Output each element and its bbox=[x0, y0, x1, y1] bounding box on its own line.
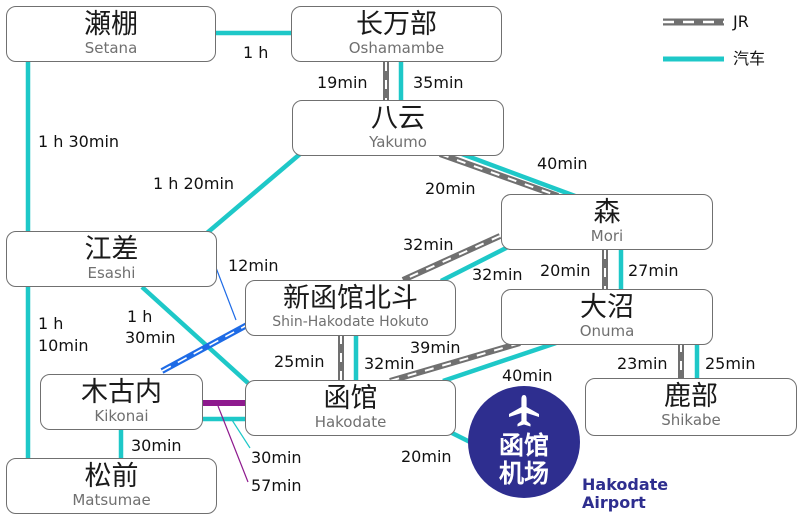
duration-oshamambe-yakumo-bus: 35min bbox=[413, 73, 464, 92]
route-esashi-hakodate bbox=[140, 285, 250, 385]
duration-kikonai-matsumae: 30min bbox=[131, 436, 182, 455]
station-kikonai-jp: 木古内 bbox=[81, 377, 162, 408]
duration-mori-onuma-jr: 20min bbox=[540, 261, 591, 280]
station-esashi-en: Esashi bbox=[87, 264, 136, 282]
station-hakodate: 函馆 Hakodate bbox=[245, 380, 456, 436]
station-onuma-jp: 大沼 bbox=[580, 292, 634, 323]
route-yakumo-esashi bbox=[205, 152, 302, 235]
duration-kikonai-hakodate-bus: 30min bbox=[251, 448, 302, 467]
duration-esashi-hakodate-line1: 1 h bbox=[127, 307, 153, 326]
station-yakumo-jp: 八云 bbox=[371, 103, 425, 134]
station-shin-hakodate-hokuto-en: Shin-Hakodate Hokuto bbox=[272, 314, 429, 330]
station-oshamambe-jp: 长万部 bbox=[356, 9, 437, 40]
duration-yakumo-mori-bus: 40min bbox=[537, 154, 588, 173]
station-onuma: 大沼 Onuma bbox=[501, 289, 713, 345]
duration-esashi-hakodate-line2: 30min bbox=[125, 328, 176, 347]
connector-kikonai-hakodate-bus bbox=[231, 419, 251, 449]
station-hakodate-jp: 函馆 bbox=[323, 383, 378, 414]
station-matsumae-jp: 松前 bbox=[84, 461, 139, 492]
route-mori-shin-jr bbox=[401, 233, 502, 283]
station-shin-hakodate-hokuto: 新函馆北斗 Shin-Hakodate Hokuto bbox=[245, 280, 456, 336]
station-setana: 瀬棚 Setana bbox=[6, 6, 216, 62]
station-oshamambe-en: Oshamambe bbox=[348, 39, 445, 57]
station-shikabe-en: Shikabe bbox=[661, 411, 721, 429]
duration-setana-esashi: 1 h 30min bbox=[38, 132, 120, 151]
duration-hakodate-airport: 20min bbox=[401, 447, 452, 466]
route-esashi-shin bbox=[160, 322, 249, 374]
duration-mori-shin-bus: 32min bbox=[472, 265, 523, 284]
station-shin-hakodate-hokuto-jp: 新函馆北斗 bbox=[283, 283, 418, 314]
station-mori-en: Mori bbox=[590, 227, 624, 245]
station-esashi-jp: 江差 bbox=[84, 234, 139, 265]
duration-onuma-hakodate-bus: 40min bbox=[502, 366, 553, 385]
route-yakumo-mori-bus bbox=[461, 151, 576, 199]
station-setana-en: Setana bbox=[84, 39, 138, 57]
station-shikabe-jp: 鹿部 bbox=[664, 381, 718, 412]
legend-jr-label: JR bbox=[733, 12, 749, 31]
station-kikonai-en: Kikonai bbox=[94, 407, 149, 425]
station-matsumae-en: Matsumae bbox=[72, 491, 151, 509]
station-kikonai: 木古内 Kikonai bbox=[40, 374, 203, 430]
station-yakumo: 八云 Yakumo bbox=[292, 100, 504, 156]
duration-shin-hakodate-bus: 32min bbox=[364, 354, 415, 373]
duration-mori-onuma-bus: 27min bbox=[628, 261, 679, 280]
duration-oshamambe-yakumo-jr: 19min bbox=[317, 73, 368, 92]
duration-onuma-shikabe-bus: 25min bbox=[705, 354, 756, 373]
airplane-icon bbox=[509, 395, 539, 427]
connector-kikonai-hakodate-purple bbox=[217, 405, 249, 483]
station-onuma-en: Onuma bbox=[579, 322, 635, 340]
airport-en-line1: Hakodate bbox=[582, 475, 669, 494]
station-hakodate-en: Hakodate bbox=[314, 413, 387, 431]
duration-yakumo-mori-jr: 20min bbox=[425, 179, 476, 198]
duration-onuma-hakodate-jr: 39min bbox=[410, 338, 461, 357]
station-mori-jp: 森 bbox=[593, 197, 621, 228]
duration-mori-shin-jr: 32min bbox=[403, 235, 454, 254]
duration-kikonai-hakodate-purple: 57min bbox=[251, 476, 302, 495]
station-mori: 森 Mori bbox=[501, 194, 713, 250]
airport-jp-line1: 函馆 bbox=[498, 431, 549, 460]
duration-esashi-shin: 12min bbox=[228, 256, 279, 275]
station-esashi: 江差 Esashi bbox=[6, 231, 217, 287]
duration-shin-hakodate-jr: 25min bbox=[274, 352, 325, 371]
airport-jp-line2: 机场 bbox=[498, 459, 549, 488]
station-oshamambe: 长万部 Oshamambe bbox=[291, 6, 502, 62]
duration-yakumo-esashi: 1 h 20min bbox=[153, 174, 235, 193]
station-yakumo-en: Yakumo bbox=[369, 133, 427, 151]
route-onuma-hakodate-bus bbox=[442, 340, 557, 384]
legend-bus-label: 汽车 bbox=[733, 49, 766, 68]
route-mori-shin-bus bbox=[439, 244, 510, 284]
duration-esashi-kikonai-line2: 10min bbox=[38, 336, 89, 355]
station-setana-jp: 瀬棚 bbox=[84, 9, 138, 40]
duration-esashi-kikonai-line1: 1 h bbox=[38, 314, 64, 333]
airport-en-line2: Airport bbox=[582, 493, 646, 512]
duration-onuma-shikabe-jr: 23min bbox=[617, 354, 668, 373]
duration-setana-oshamambe: 1 h bbox=[243, 43, 269, 62]
airport-badge: 函馆 机场 bbox=[468, 386, 580, 498]
station-shikabe: 鹿部 Shikabe bbox=[585, 378, 797, 436]
station-matsumae: 松前 Matsumae bbox=[6, 458, 217, 514]
